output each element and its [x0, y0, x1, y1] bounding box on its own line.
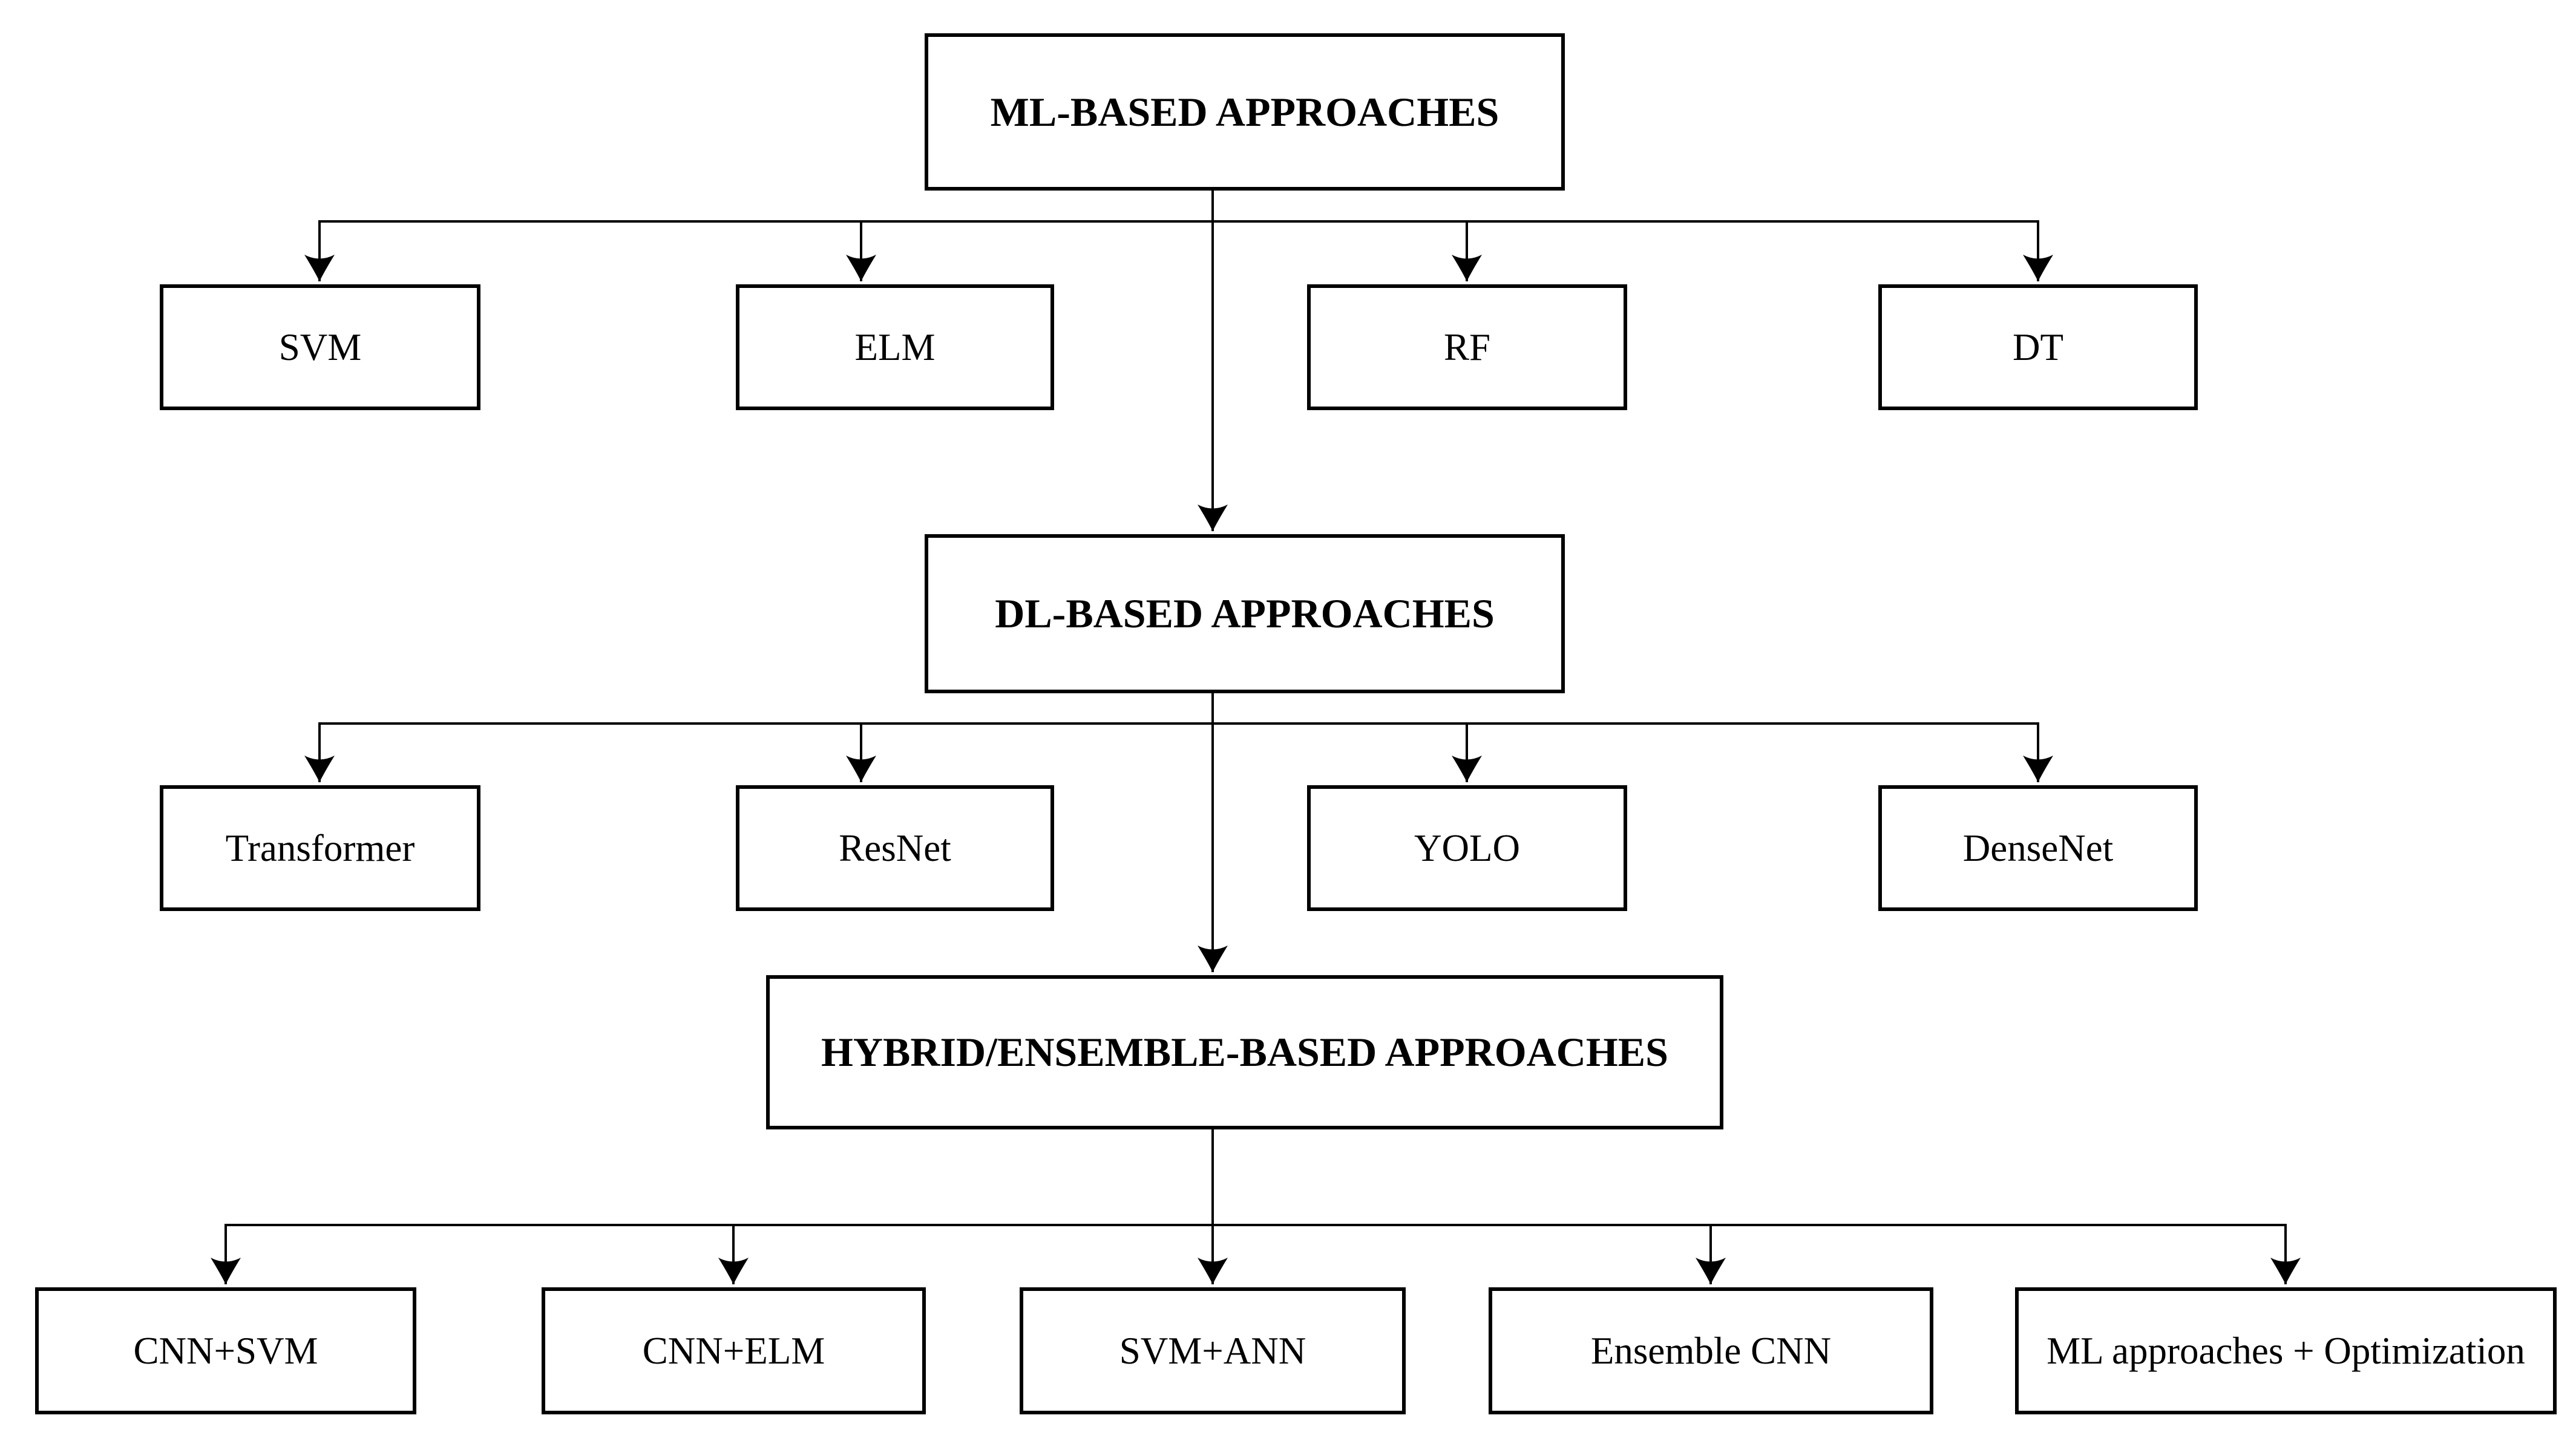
node-ml-based-approaches: ML-BASED APPROACHES: [925, 33, 1565, 191]
node-yolo: YOLO: [1307, 785, 1627, 911]
node-elm: ELM: [736, 284, 1054, 410]
node-dl-based-approaches: DL-BASED APPROACHES: [925, 534, 1565, 693]
node-transformer: Transformer: [160, 785, 480, 911]
node-rf: RF: [1307, 284, 1627, 410]
node-svm-plus-ann: SVM+ANN: [1020, 1287, 1406, 1414]
node-densenet: DenseNet: [1878, 785, 2198, 911]
node-ml-approaches-plus-optimization: ML approaches + Optimization: [2015, 1287, 2557, 1414]
node-resnet: ResNet: [736, 785, 1054, 911]
node-ensemble-cnn: Ensemble CNN: [1489, 1287, 1933, 1414]
node-dt: DT: [1878, 284, 2198, 410]
node-svm: SVM: [160, 284, 480, 410]
node-cnn-plus-svm: CNN+SVM: [35, 1287, 416, 1414]
node-cnn-plus-elm: CNN+ELM: [542, 1287, 926, 1414]
node-hybrid-ensemble-based-approaches: HYBRID/ENSEMBLE-BASED APPROACHES: [766, 975, 1723, 1129]
